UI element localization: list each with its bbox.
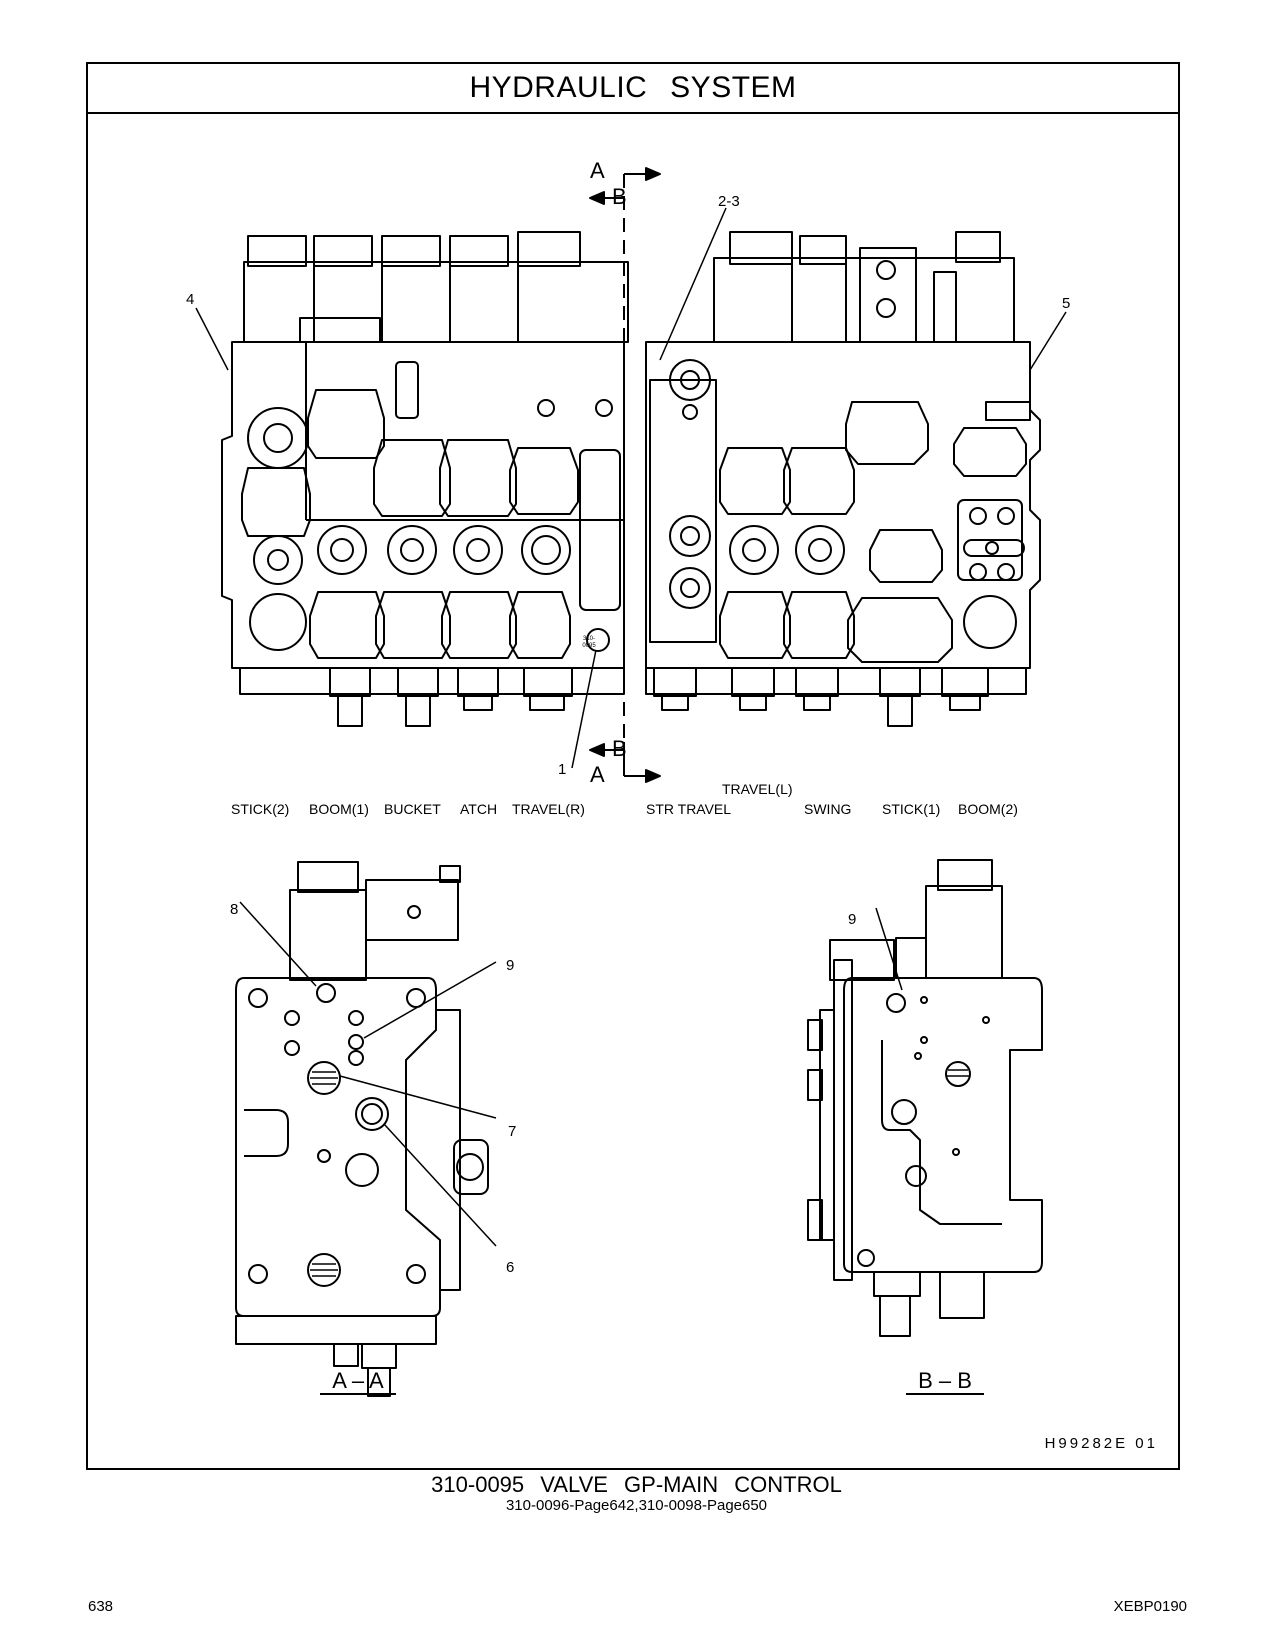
callout-9-bb: 9 (848, 911, 856, 928)
valve-label-travel-l: TRAVEL(L) (722, 781, 793, 797)
caption-main: 310-0095 VALVE GP-MAIN CONTROL (431, 1472, 842, 1497)
section-marker-b-top: B (612, 184, 627, 209)
valve-label-atch: ATCH (460, 801, 497, 817)
callout-9-aa: 9 (506, 957, 514, 974)
callout-6: 6 (506, 1259, 514, 1276)
main-valve-left-body (221, 231, 629, 727)
caption-sub: 310-0096-Page642,310-0098-Page650 (505, 1497, 768, 1514)
leader-lines-main (195, 207, 1067, 769)
section-aa-view (235, 861, 489, 1397)
callout-8: 8 (230, 901, 238, 918)
callout-5: 5 (1062, 295, 1070, 312)
document-id: XEBP0190 (1113, 1598, 1187, 1615)
diagram-title: HYDRAULIC SYSTEM (88, 64, 1178, 114)
page-number: 638 (88, 1598, 114, 1615)
part-stamp-line2: 0095 (582, 643, 596, 649)
section-view-label-aa: A – A (332, 1368, 384, 1393)
valve-drawing: A B B A 2-3 4 5 1 310- 0095 TRAVEL(L) ST… (186, 158, 1158, 1452)
valve-label-boom2: BOOM(2) (958, 801, 1018, 817)
main-valve-right-body (645, 231, 1041, 727)
part-stamp-line1: 310- (583, 636, 595, 642)
section-cut-line (589, 167, 661, 783)
section-view-label-bb: B – B (918, 1368, 972, 1393)
valve-label-travel-r: TRAVEL(R) (512, 801, 585, 817)
section-bb-view (807, 859, 1043, 1337)
callout-2-3: 2-3 (718, 193, 740, 210)
section-marker-a-bottom: A (590, 762, 605, 787)
callout-1: 1 (558, 761, 566, 778)
valve-label-swing: SWING (804, 801, 851, 817)
valve-label-bucket: BUCKET (384, 801, 441, 817)
valve-label-boom1: BOOM(1) (309, 801, 369, 817)
drawing-text: A B B A 2-3 4 5 1 310- 0095 TRAVEL(L) ST… (186, 158, 1158, 1452)
valve-label-str-travel: STR TRAVEL (646, 801, 731, 817)
figure-caption: 310-0095 VALVE GP-MAIN CONTROL 310-0096-… (0, 1472, 1273, 1514)
drawing-id: H99282E 01 (1045, 1435, 1158, 1452)
leader-lines-aa (239, 901, 497, 1247)
leader-line-bb-9 (875, 907, 903, 991)
callout-4: 4 (186, 291, 194, 308)
diagram-frame: HYDRAULIC SYSTEM (86, 62, 1180, 1470)
section-marker-a-top: A (590, 158, 605, 183)
valve-label-stick1: STICK(1) (882, 801, 940, 817)
valve-label-stick2: STICK(2) (231, 801, 289, 817)
callout-7: 7 (508, 1123, 516, 1140)
section-marker-b-bottom: B (612, 736, 627, 761)
